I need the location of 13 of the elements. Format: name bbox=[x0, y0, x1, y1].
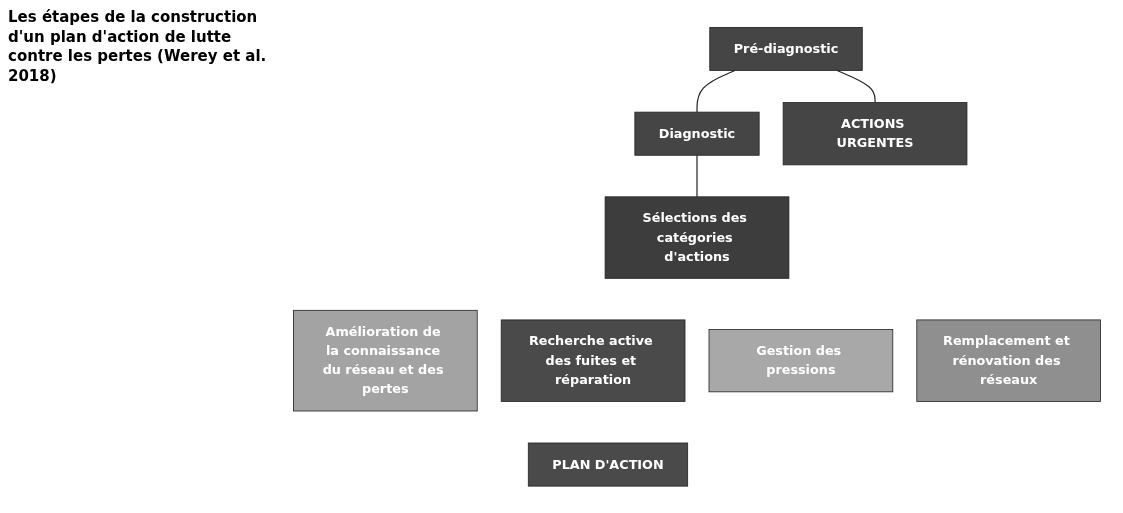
node-box: Amélioration de la connaissance du réseau et des pertes bbox=[292, 309, 478, 412]
node-box: Gestion des pressions bbox=[708, 328, 893, 392]
node-box: Diagnostic bbox=[633, 111, 760, 156]
node-box: Sélections des catégories d'actions bbox=[604, 196, 789, 279]
connector bbox=[695, 69, 735, 113]
node-box: PLAN D'ACTION bbox=[527, 442, 688, 487]
connector bbox=[695, 154, 698, 198]
node-box: Remplacement et rénovation des réseaux bbox=[915, 319, 1101, 402]
node-box: Pré-diagnostic bbox=[708, 26, 863, 71]
node-box: ACTIONS URGENTES bbox=[782, 101, 967, 165]
connector bbox=[836, 69, 876, 103]
node-box: Recherche active des fuites et réparation bbox=[500, 319, 685, 402]
diagram-title: Les étapes de la construction d'un plan d'action de lutte contre les pertes (Werey et al. 2018) bbox=[8, 8, 268, 87]
